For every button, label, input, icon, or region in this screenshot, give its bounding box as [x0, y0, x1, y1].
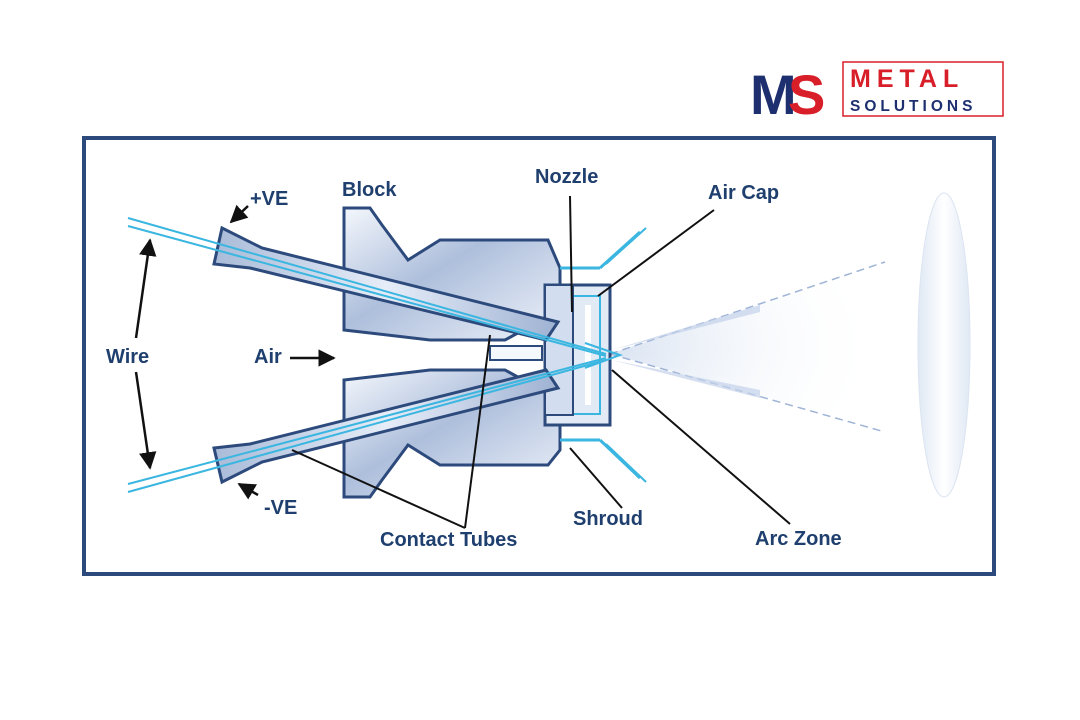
positive-arrow [229, 204, 249, 224]
logo-word-solutions: SOLUTIONS [850, 98, 976, 115]
wire-lower [127, 357, 607, 493]
logo-monogram-s: S [788, 63, 825, 118]
shroud [560, 227, 647, 483]
wire-upper [127, 217, 607, 357]
wire-arrow-up [134, 238, 157, 339]
block-upper [342, 206, 562, 342]
label-block: Block [342, 179, 397, 201]
label-air-cap: Air Cap [708, 182, 779, 204]
logo-monogram-m: M [750, 63, 797, 118]
logo-frame [842, 61, 1004, 117]
negative-arrow [237, 482, 259, 500]
arrows [134, 204, 336, 500]
spray-plume [609, 261, 886, 433]
label-arc-zone: Arc Zone [755, 528, 842, 550]
label-negative: -VE [264, 497, 297, 519]
label-contact-tubes: Contact Tubes [380, 529, 517, 551]
leader-lines [291, 195, 791, 529]
label-wire: Wire [106, 346, 149, 368]
arc-tip [584, 342, 623, 369]
label-positive: +VE [250, 188, 288, 210]
label-air: Air [254, 346, 282, 368]
metal-solutions-logo: M S METAL SOLUTIONS [750, 61, 1004, 118]
nozzle [544, 284, 574, 416]
logo-word-metal: METAL [850, 65, 964, 93]
label-nozzle: Nozzle [535, 166, 598, 188]
label-shroud: Shroud [573, 508, 643, 530]
air-channel [489, 345, 543, 361]
wire-arrow-down [134, 371, 157, 470]
substrate-lens [917, 192, 971, 498]
